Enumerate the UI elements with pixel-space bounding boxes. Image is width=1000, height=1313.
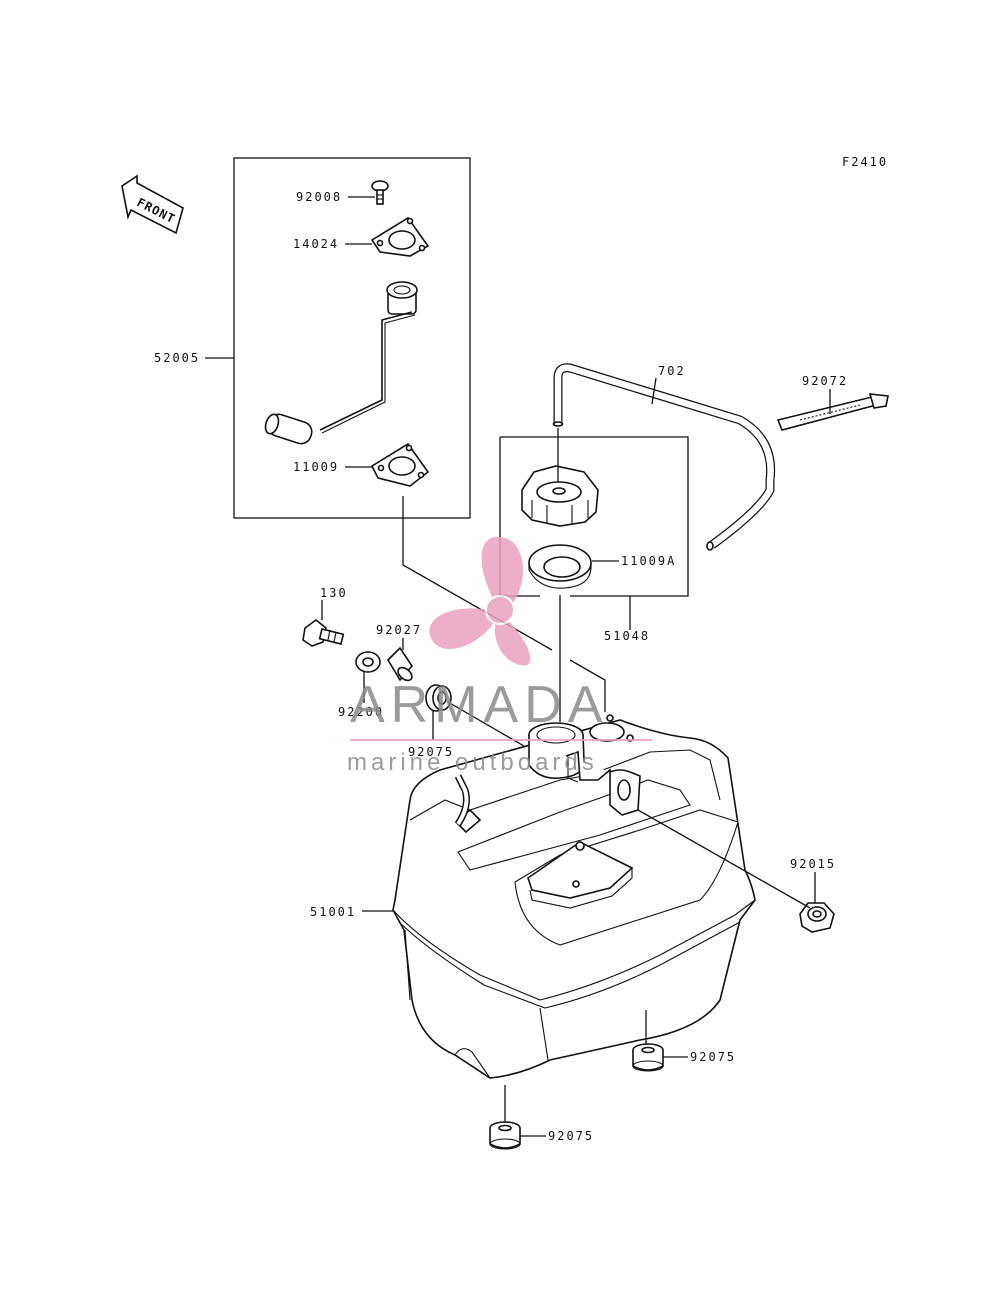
callout-52005: 52005 [154,351,200,365]
collar-92027 [386,646,414,682]
leader-702 [651,377,657,405]
front-arrow-icon: FRONT [121,174,184,235]
callout-92072: 92072 [802,374,848,388]
cable-strap-92072 [776,393,889,431]
watermark: ARMADA marine outboards [347,536,652,776]
callout-92200: 92200 [338,705,384,719]
grommet-92075-middle [632,1043,664,1072]
callout-92075-upper: 92075 [408,745,454,759]
callout-51001: 51001 [310,905,356,919]
callout-92075-lower: 92075 [548,1129,594,1143]
callout-51048: 51048 [604,629,650,643]
callout-14024: 14024 [293,237,339,251]
grommet-92075-upper [425,684,452,712]
fuel-cap [521,465,599,527]
callout-11009A: 11009A [621,554,676,568]
callout-130: 130 [320,586,348,600]
watermark-brand: ARMADA [350,676,608,734]
propeller-logo-icon [429,536,531,666]
nut-92015 [799,902,835,933]
assembly-box-52005 [233,157,471,519]
bolt-130 [302,618,345,647]
assembly-box-51048 [500,436,689,597]
gasket-11009 [370,442,430,487]
callout-11009: 11009 [293,460,339,474]
grommet-92075-lower [489,1121,521,1150]
fuel-tank-51001 [392,714,756,1079]
callout-92015: 92015 [790,857,836,871]
watermark-tagline: marine outboards [347,749,598,776]
plate-14024 [370,216,430,257]
washer-92200 [355,651,381,673]
seal-11009A [528,544,592,589]
fuel-sender-unit [264,281,418,445]
callout-92075-middle: 92075 [690,1050,736,1064]
callout-92027: 92027 [376,623,422,637]
vent-hose-702 [552,363,776,551]
callout-92008: 92008 [296,190,342,204]
figure-code: F2410 [842,155,888,169]
screw-92008 [371,180,389,205]
callout-702: 702 [658,364,686,378]
